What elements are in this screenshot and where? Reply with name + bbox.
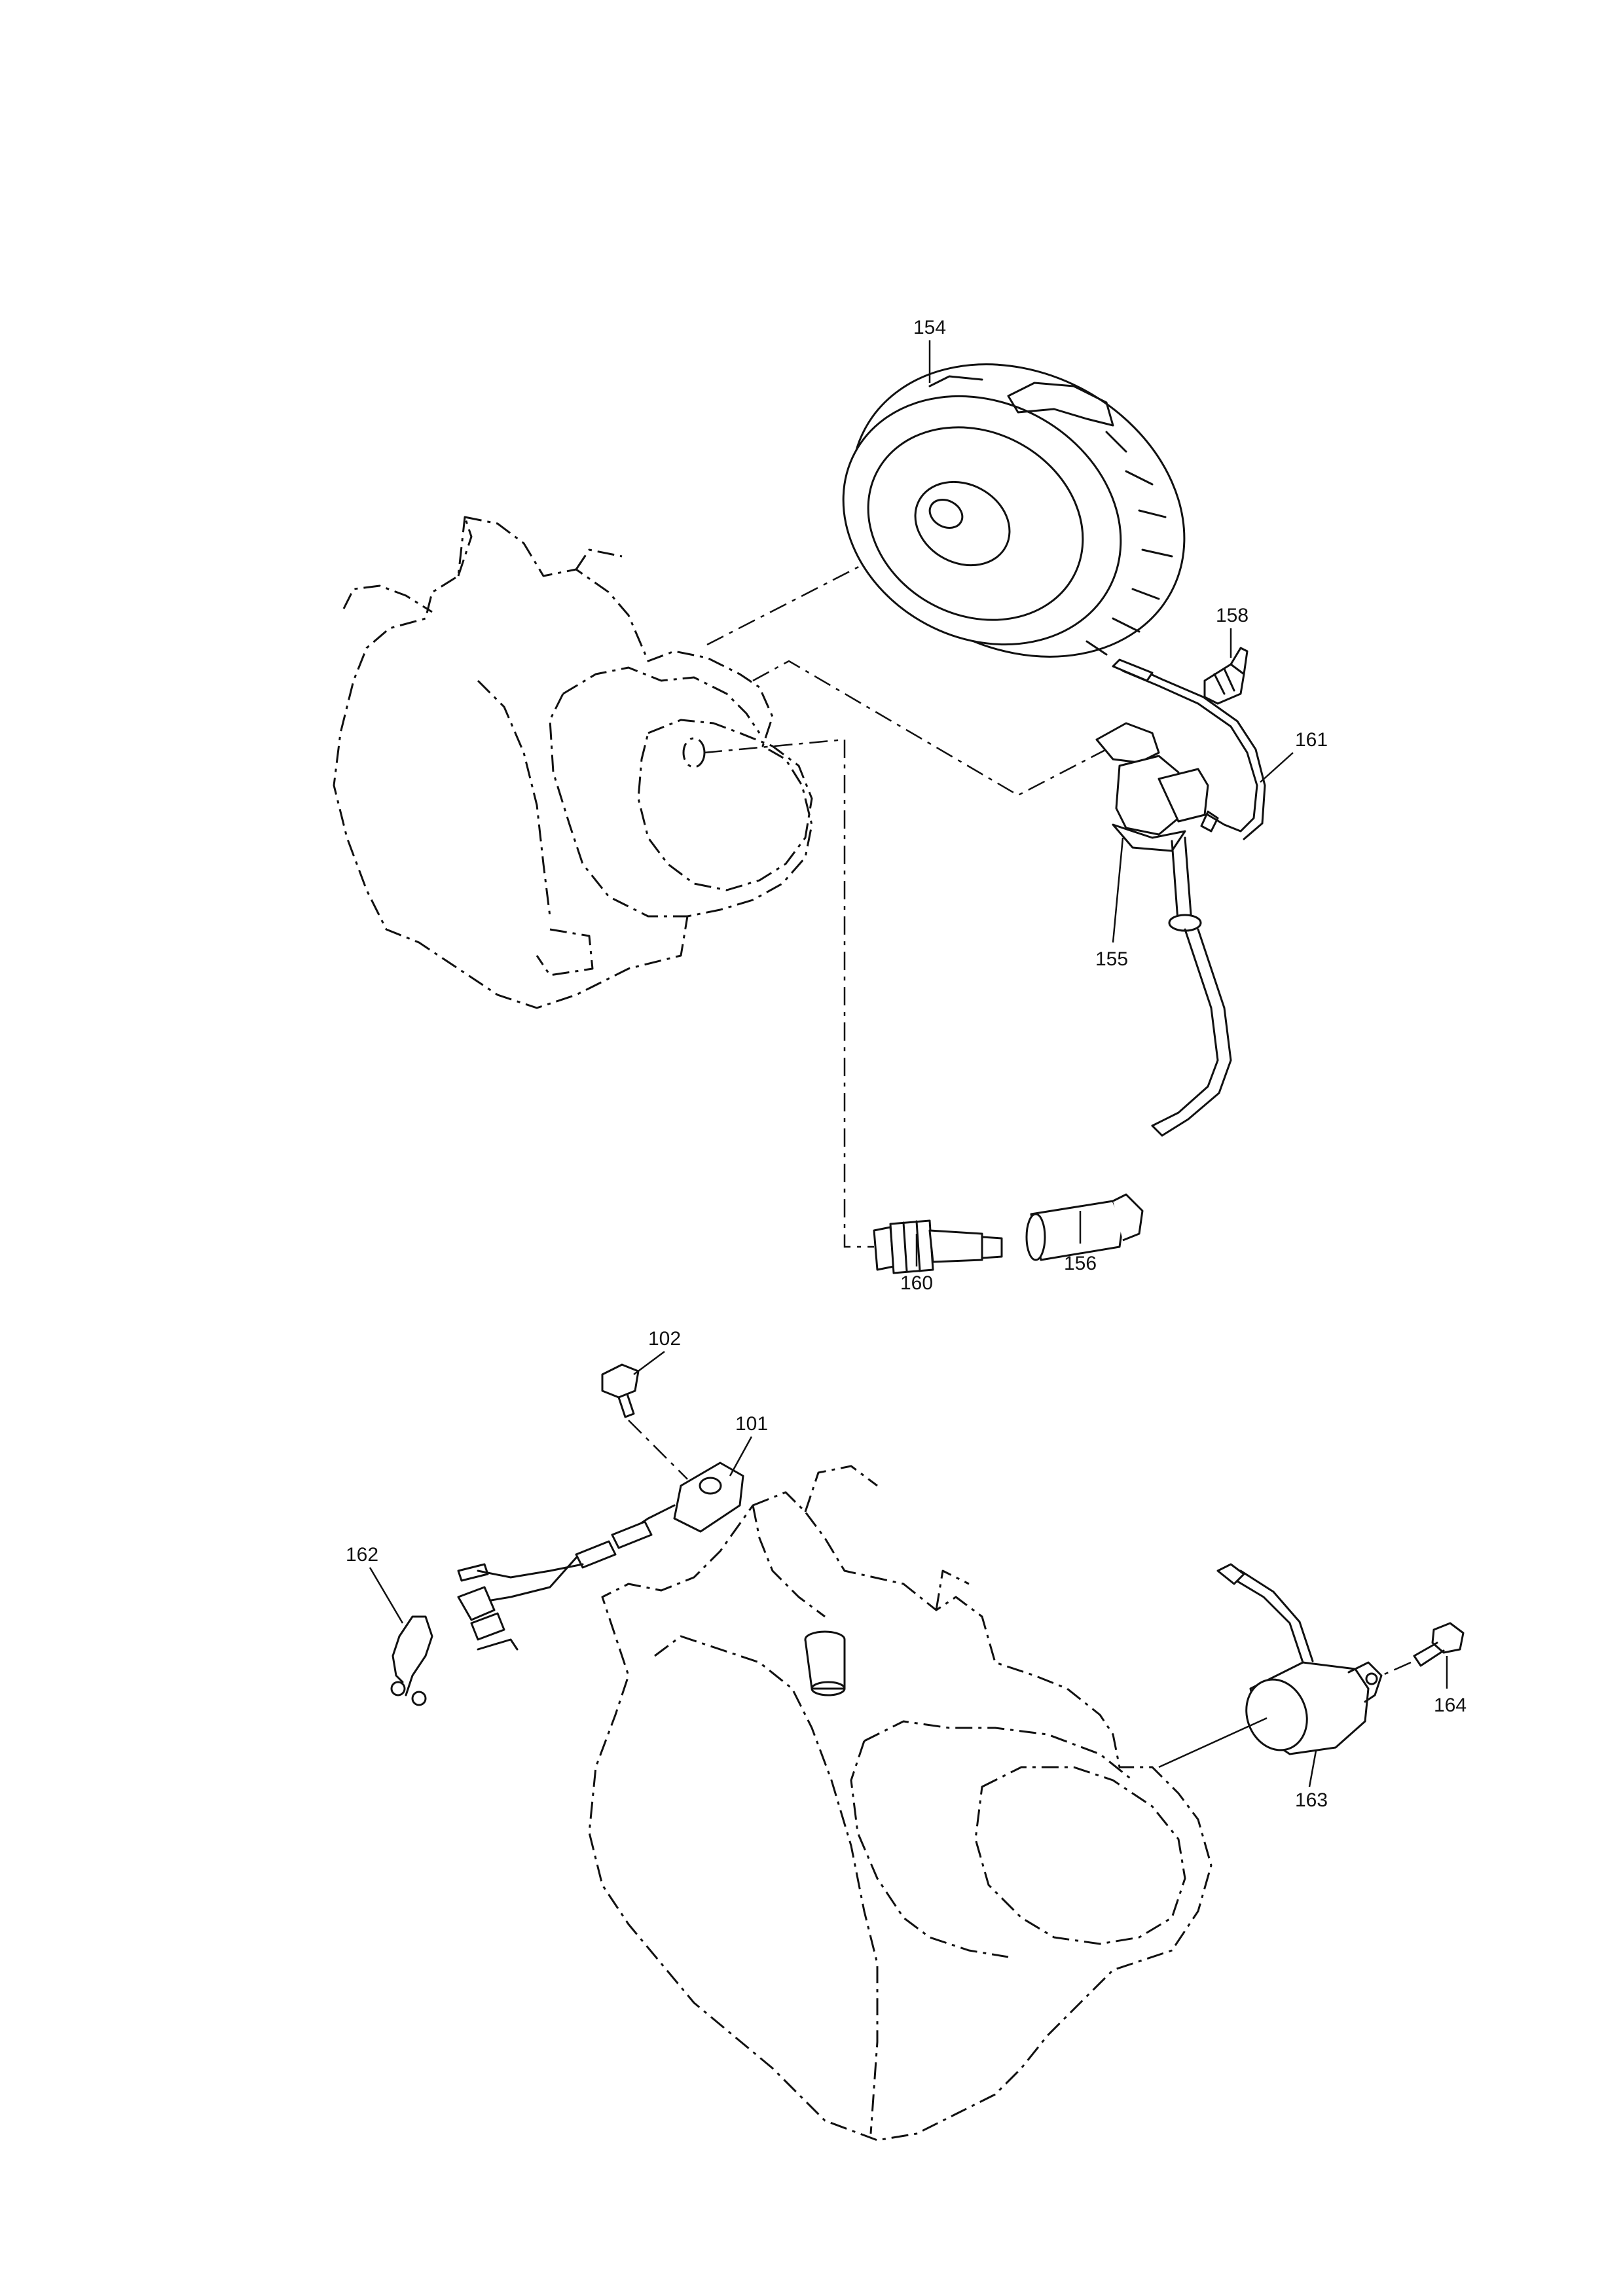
engine-outline-upper [333,516,813,1009]
bolt [1381,1622,1465,1677]
callout-155: 155 [1095,948,1128,970]
wire-lead [1112,658,1266,840]
callout-154: 154 [913,317,946,338]
callout-101: 101 [735,1413,768,1435]
callout-156: 156 [1064,1253,1097,1274]
callout-102: 102 [648,1328,681,1350]
engine-outline-lower [588,1465,1213,2142]
connector-plug [1203,647,1249,705]
plug-cap [1025,1193,1144,1261]
ignition-coil [1095,722,1232,1137]
flywheel [842,363,1186,658]
spark-plug [873,1219,1003,1274]
callout-leaders-lower [369,1350,1448,1787]
callout-164: 164 [1434,1695,1467,1716]
callout-162: 162 [346,1544,378,1566]
callout-labels: 154 158 161 155 160 156 102 101 162 163 … [346,317,1467,1811]
callout-158: 158 [1216,605,1249,626]
callout-160: 160 [900,1272,933,1294]
callout-leaders-upper [915,340,1294,1266]
spacer-dowel [804,1630,846,1696]
callout-161: 161 [1295,729,1328,751]
callout-163: 163 [1295,1789,1328,1811]
sensor-assembly [457,1363,744,1651]
wire-clamp [390,1615,433,1706]
solenoid [1216,1563,1383,1755]
